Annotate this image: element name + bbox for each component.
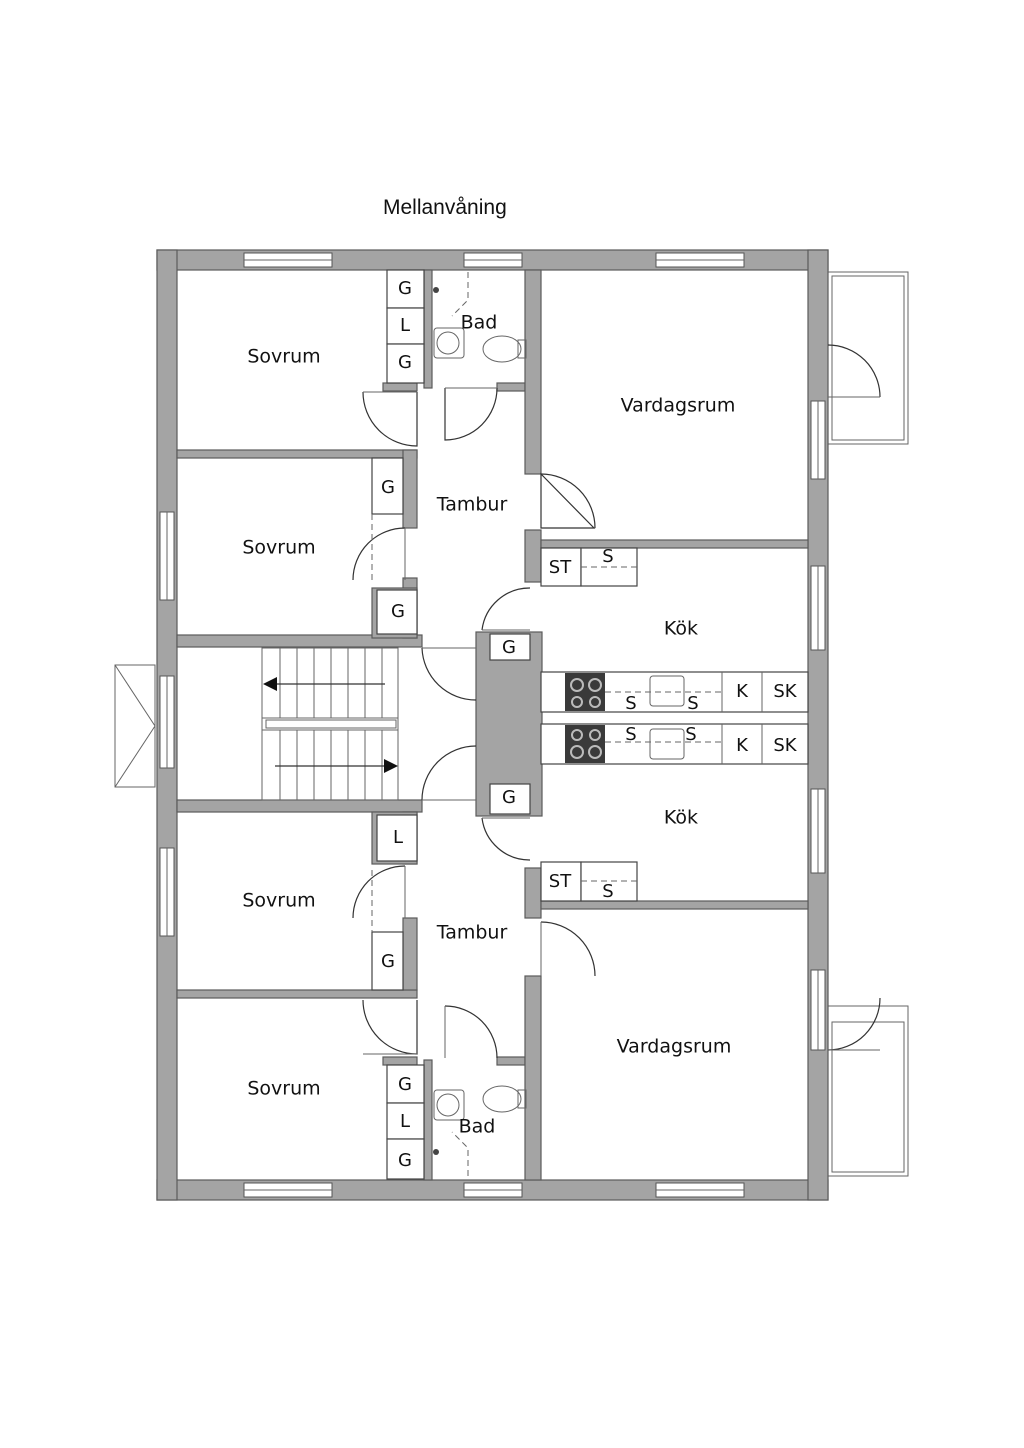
fixture-label-g: G [398,352,412,373]
fixture-label-s: S [602,546,613,567]
arrow-right-icon [384,759,398,773]
room-label-sovrum-4: Sovrum [247,1078,320,1100]
room-label-kok-top: Kök [664,618,698,640]
windows [159,252,826,1198]
floor-title: Mellanvåning [383,196,507,219]
fixture-label-st: ST [549,871,572,892]
fixture-label-g: G [398,278,412,299]
fixture-label-s: S [685,724,696,745]
room-label-tambur-top: Tambur [436,494,508,516]
room-label-bad-bottom: Bad [459,1116,496,1138]
room-label-sovrum-2: Sovrum [242,537,315,559]
room-label-kok-bottom: Kök [664,807,698,829]
fixture-label-s: S [687,693,698,714]
fixture-label-g: G [381,951,395,972]
bathroom-fixtures [433,272,527,1176]
room-label-sovrum-1: Sovrum [247,346,320,368]
room-label-vardagsrum-top: Vardagsrum [621,395,736,417]
fixture-label-s: S [602,881,613,902]
fixture-label-g: G [398,1074,412,1095]
arrow-left-icon [263,677,277,691]
fixture-label-l: L [400,315,410,336]
fixture-label-g: G [502,787,516,808]
room-label-sovrum-3: Sovrum [242,890,315,912]
kitchen-fixtures [540,547,809,902]
room-label-vardagsrum-bottom: Vardagsrum [617,1036,732,1058]
room-label-bad-top: Bad [461,312,498,334]
balcony-top [827,271,909,445]
fixture-label-l: L [393,827,403,848]
storage-units [371,269,531,1180]
fixture-label-g: G [398,1150,412,1171]
staircase [261,647,399,801]
fixture-labels: G L G G G G G L G G L G ST S S S K SK S … [381,278,798,1171]
fixture-label-st: ST [549,557,572,578]
fixture-label-s: S [625,724,636,745]
fixture-label-g: G [381,477,395,498]
fixture-label-g: G [391,601,405,622]
entrance-canopy [114,664,156,788]
fixture-label-l: L [400,1111,410,1132]
fixture-label-k: K [736,735,749,756]
room-label-tambur-bottom: Tambur [436,922,508,944]
doors [352,344,881,1059]
fixture-label-sk: SK [773,681,797,702]
fixture-label-g: G [502,637,516,658]
fixture-label-k: K [736,681,749,702]
fixture-label-sk: SK [773,735,797,756]
fixture-label-s: S [625,693,636,714]
room-labels: Sovrum Sovrum Sovrum Sovrum Bad Bad Vard… [242,312,735,1138]
